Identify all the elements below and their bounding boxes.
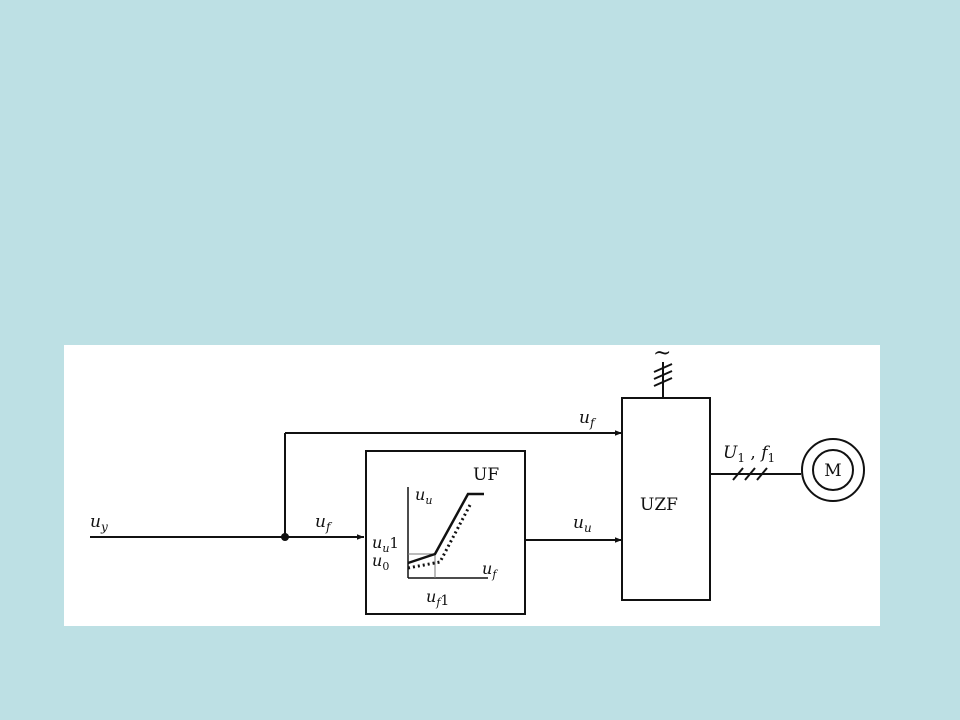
plot-y-tick-u0: u0 bbox=[372, 551, 389, 573]
uf-characteristic-plot bbox=[407, 487, 488, 579]
plot-x-tick-f1: uf1 bbox=[426, 587, 449, 609]
uzf-block-title: UZF bbox=[640, 495, 678, 515]
plot-y-axis-label: uu bbox=[415, 485, 432, 507]
plot-solid-curve bbox=[407, 492, 484, 565]
input-label: uy bbox=[90, 512, 108, 534]
uzf-block bbox=[621, 397, 711, 601]
uf-block bbox=[365, 450, 526, 615]
plot-x-axis-label: uf bbox=[482, 559, 498, 581]
plot-y-tick-u1: uu1 bbox=[372, 533, 399, 555]
motor-three-phase-marks bbox=[732, 467, 768, 481]
branch-label: uf bbox=[315, 512, 333, 534]
uf-output-label: uu bbox=[573, 513, 592, 535]
upper-line-label: uf bbox=[579, 408, 597, 430]
motor-outer-circle bbox=[801, 438, 865, 502]
motor-label: M bbox=[824, 461, 841, 481]
diagram-panel bbox=[64, 345, 880, 626]
motor-output-label: U1 , f1 bbox=[723, 443, 775, 465]
supply-three-phase-marks bbox=[653, 363, 673, 387]
uf-block-title: UF bbox=[473, 465, 499, 485]
branch-point bbox=[281, 533, 289, 541]
plot-dotted-curve bbox=[407, 504, 472, 570]
supply-symbol: ~ bbox=[653, 341, 671, 366]
motor-inner-circle bbox=[812, 449, 854, 491]
